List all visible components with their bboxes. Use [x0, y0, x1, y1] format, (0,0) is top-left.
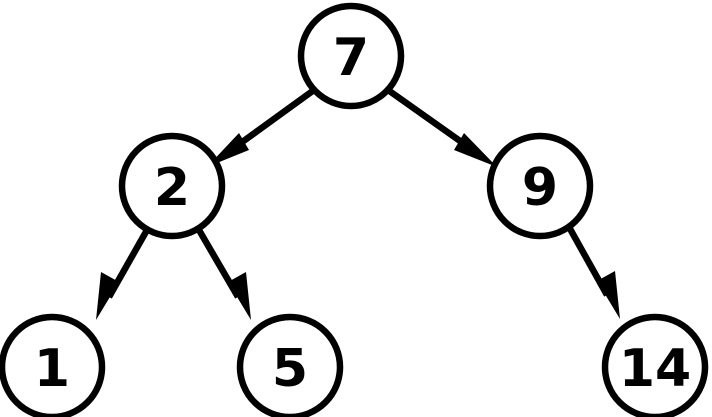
arrowhead-2-5	[228, 272, 251, 320]
node-circle-9[interactable]	[486, 132, 594, 240]
node-label-9: 9	[522, 158, 558, 218]
arrowhead-9-14	[597, 271, 620, 319]
edge-7-to-9	[386, 87, 497, 167]
tree-node-14[interactable]: 14	[601, 313, 709, 417]
tree-node-9[interactable]: 9	[486, 132, 594, 240]
edge-9-to-14	[566, 225, 620, 319]
node-circle-1[interactable]	[0, 313, 106, 417]
edge-7-to-2	[207, 87, 316, 167]
node-label-14: 14	[619, 339, 691, 399]
edge-2-to-5	[196, 228, 251, 320]
node-circle-7[interactable]	[297, 2, 405, 110]
tree-node-1[interactable]: 1	[0, 313, 106, 417]
arrowhead-7-9	[454, 133, 497, 167]
node-label-7: 7	[333, 28, 369, 88]
edge-group	[96, 87, 620, 320]
tree-node-5[interactable]: 5	[236, 313, 344, 417]
tree-node-2[interactable]: 2	[118, 132, 226, 240]
node-label-5: 5	[272, 339, 308, 399]
node-label-1: 1	[34, 339, 70, 399]
node-circle-5[interactable]	[236, 313, 344, 417]
node-label-2: 2	[154, 158, 190, 218]
arrowhead-2-1	[96, 272, 119, 320]
edge-2-to-1	[96, 228, 150, 320]
node-circle-14[interactable]	[601, 313, 709, 417]
tree-node-7[interactable]: 7	[297, 2, 405, 110]
node-circle-2[interactable]	[118, 132, 226, 240]
